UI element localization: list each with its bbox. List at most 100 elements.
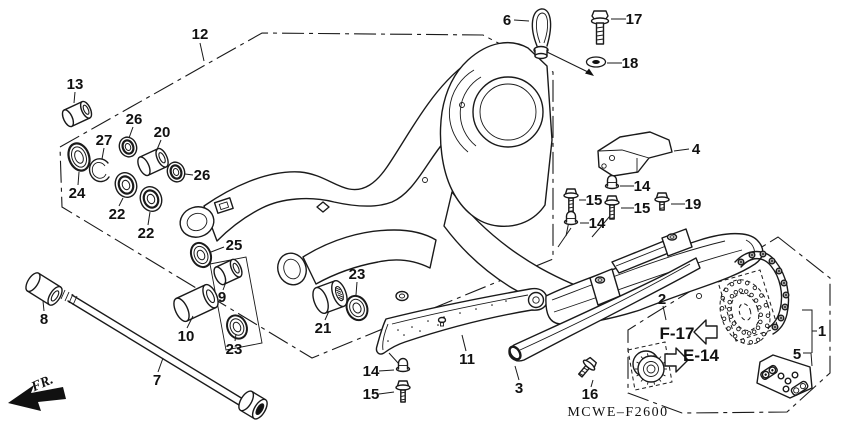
part-6-hook xyxy=(531,8,594,76)
part-19-bolt xyxy=(654,192,670,211)
callout-8-12: 8 xyxy=(40,311,48,328)
callout-16-31: 16 xyxy=(582,386,599,403)
texture-dot xyxy=(419,330,421,332)
part-26-bearing-a xyxy=(118,136,138,158)
texture-dot xyxy=(387,340,389,342)
part-23-seal-a xyxy=(226,314,248,340)
part-22-bearing-b xyxy=(139,186,163,212)
part-1-drive-chain xyxy=(734,250,790,335)
callout-bracket-1 xyxy=(802,309,813,353)
callout-25-9: 25 xyxy=(226,237,243,254)
part-14-nut-b xyxy=(563,210,579,226)
callout-leader-7-13 xyxy=(157,357,164,373)
callout-17-18: 17 xyxy=(626,11,643,28)
diagram-code: MCWE–F2600 xyxy=(567,405,668,420)
callout-leader-5-33 xyxy=(803,352,813,367)
grouping-box-front-sprocket xyxy=(627,341,673,391)
part-5-master-link-kit xyxy=(756,354,813,399)
callout-22-7: 22 xyxy=(109,206,126,223)
callout-leader-21-15 xyxy=(324,310,330,321)
part-20-collar xyxy=(137,147,169,177)
part-12-swingarm xyxy=(179,41,613,323)
callout-2-29: 2 xyxy=(658,291,666,308)
callout-9-10: 9 xyxy=(218,289,226,306)
part-13-collar xyxy=(61,100,93,128)
part-15-bolt-c xyxy=(395,380,411,403)
callout-leader-16-31 xyxy=(590,379,594,388)
callout-leader-11-28 xyxy=(461,334,467,352)
cross-ref-e14: E-14 xyxy=(683,346,719,365)
callout-3-30: 3 xyxy=(515,380,523,397)
callout-leader-22-7 xyxy=(118,197,124,207)
callout-leader-4-20 xyxy=(673,148,690,152)
assembly-boundary-swingarm xyxy=(59,32,554,359)
texture-dot xyxy=(459,312,461,314)
callout-27-3: 27 xyxy=(96,132,113,149)
callout-20-4: 20 xyxy=(154,124,171,141)
callout-1-32: 1 xyxy=(818,323,826,340)
part-7-shaft-head xyxy=(238,390,268,420)
part-8-collar xyxy=(25,272,63,306)
grouping-box-rear-sprocket xyxy=(717,269,779,342)
callout-7-13: 7 xyxy=(153,372,161,389)
callout-22-8: 22 xyxy=(138,225,155,242)
e14-arrow-icon xyxy=(664,347,689,373)
callout-leader-15-27 xyxy=(378,391,395,395)
part-14-nut-a xyxy=(604,174,620,190)
callout-leader-23-16 xyxy=(355,281,358,296)
callout-leader-20-4 xyxy=(155,139,162,153)
part-26-bearing-b xyxy=(166,161,186,183)
callout-11-28: 11 xyxy=(459,351,475,368)
callout-leader-22-8 xyxy=(147,211,151,226)
part-17-bolt xyxy=(590,10,610,45)
f17-arrow-icon xyxy=(693,319,718,345)
slider-mount-boss xyxy=(395,290,409,302)
callout-23-16: 23 xyxy=(349,266,366,283)
part-9-collar xyxy=(213,258,243,286)
part-18-washer xyxy=(585,56,607,68)
part-14-nut-c xyxy=(395,357,411,373)
callout-21-15: 21 xyxy=(315,320,332,337)
part-2-chain-case xyxy=(545,228,764,326)
cross-ref-f17: F-17 xyxy=(660,324,695,343)
part-21-needle-bearing xyxy=(312,280,348,314)
callout-26-2: 26 xyxy=(126,111,143,128)
callout-leader-6-17 xyxy=(513,19,530,22)
callout-leader-25-9 xyxy=(210,246,225,253)
callout-12-0: 12 xyxy=(192,26,209,43)
texture-dot xyxy=(491,304,493,306)
callout-leader-14-26 xyxy=(378,369,395,372)
texture-dot xyxy=(397,329,399,331)
callout-14-21: 14 xyxy=(634,178,651,195)
callout-24-5: 24 xyxy=(69,185,86,202)
callout-18-19: 18 xyxy=(622,55,639,72)
part-4-bracket xyxy=(597,131,673,177)
callout-leader-12-0 xyxy=(199,42,205,62)
callout-13-1: 13 xyxy=(67,76,84,93)
callout-4-20: 4 xyxy=(692,141,701,158)
callout-14-26: 14 xyxy=(363,363,380,380)
texture-dot xyxy=(427,320,429,322)
callout-6-17: 6 xyxy=(503,12,511,29)
part-3-chain-guard xyxy=(508,257,701,362)
callout-leader-2-29 xyxy=(662,305,667,321)
callout-15-22: 15 xyxy=(586,192,603,209)
callout-15-27: 15 xyxy=(363,386,380,403)
callout-leader-27-3 xyxy=(101,147,105,160)
part-15-bolt-b xyxy=(604,195,620,220)
texture-dot xyxy=(411,326,413,328)
part-27-snap-ring xyxy=(88,158,110,183)
part-7-pivot-shaft xyxy=(60,289,244,406)
texture-dot xyxy=(505,300,507,302)
front-sprocket-reference xyxy=(632,350,667,385)
part-15-bolt-a xyxy=(563,188,579,213)
callout-leader-10-11 xyxy=(186,315,194,329)
callout-leader-23-14 xyxy=(234,333,237,342)
callout-26-6: 26 xyxy=(194,167,211,184)
callout-leader-24-5 xyxy=(77,171,80,186)
callout-leader-8-12 xyxy=(42,300,45,312)
part-11-chain-slider xyxy=(375,287,548,355)
rear-sprocket-reference xyxy=(719,279,771,345)
texture-dot xyxy=(437,324,439,326)
